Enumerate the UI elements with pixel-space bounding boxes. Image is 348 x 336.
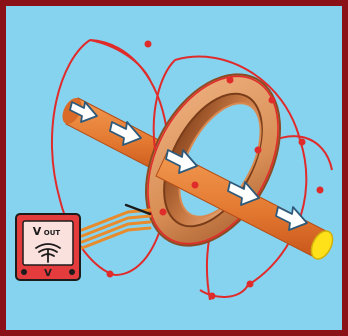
voltmeter-unit-label: V bbox=[44, 268, 52, 279]
voltmeter-label-sub: OUT bbox=[44, 229, 61, 237]
field-marker bbox=[107, 271, 114, 278]
voltmeter-terminal-right bbox=[69, 269, 75, 275]
field-marker bbox=[247, 281, 254, 288]
voltmeter-label-main: V bbox=[33, 225, 42, 238]
field-marker bbox=[299, 139, 306, 146]
voltmeter-terminal-left bbox=[21, 269, 27, 275]
voltmeter: V OUT V bbox=[16, 214, 80, 280]
field-marker bbox=[269, 97, 276, 104]
field-marker bbox=[192, 182, 199, 189]
bottom-strip bbox=[258, 330, 342, 336]
field-marker bbox=[227, 77, 234, 84]
field-marker bbox=[160, 209, 167, 216]
field-marker bbox=[255, 147, 262, 154]
field-marker bbox=[145, 41, 152, 48]
field-marker bbox=[209, 293, 216, 300]
field-marker bbox=[317, 187, 324, 194]
